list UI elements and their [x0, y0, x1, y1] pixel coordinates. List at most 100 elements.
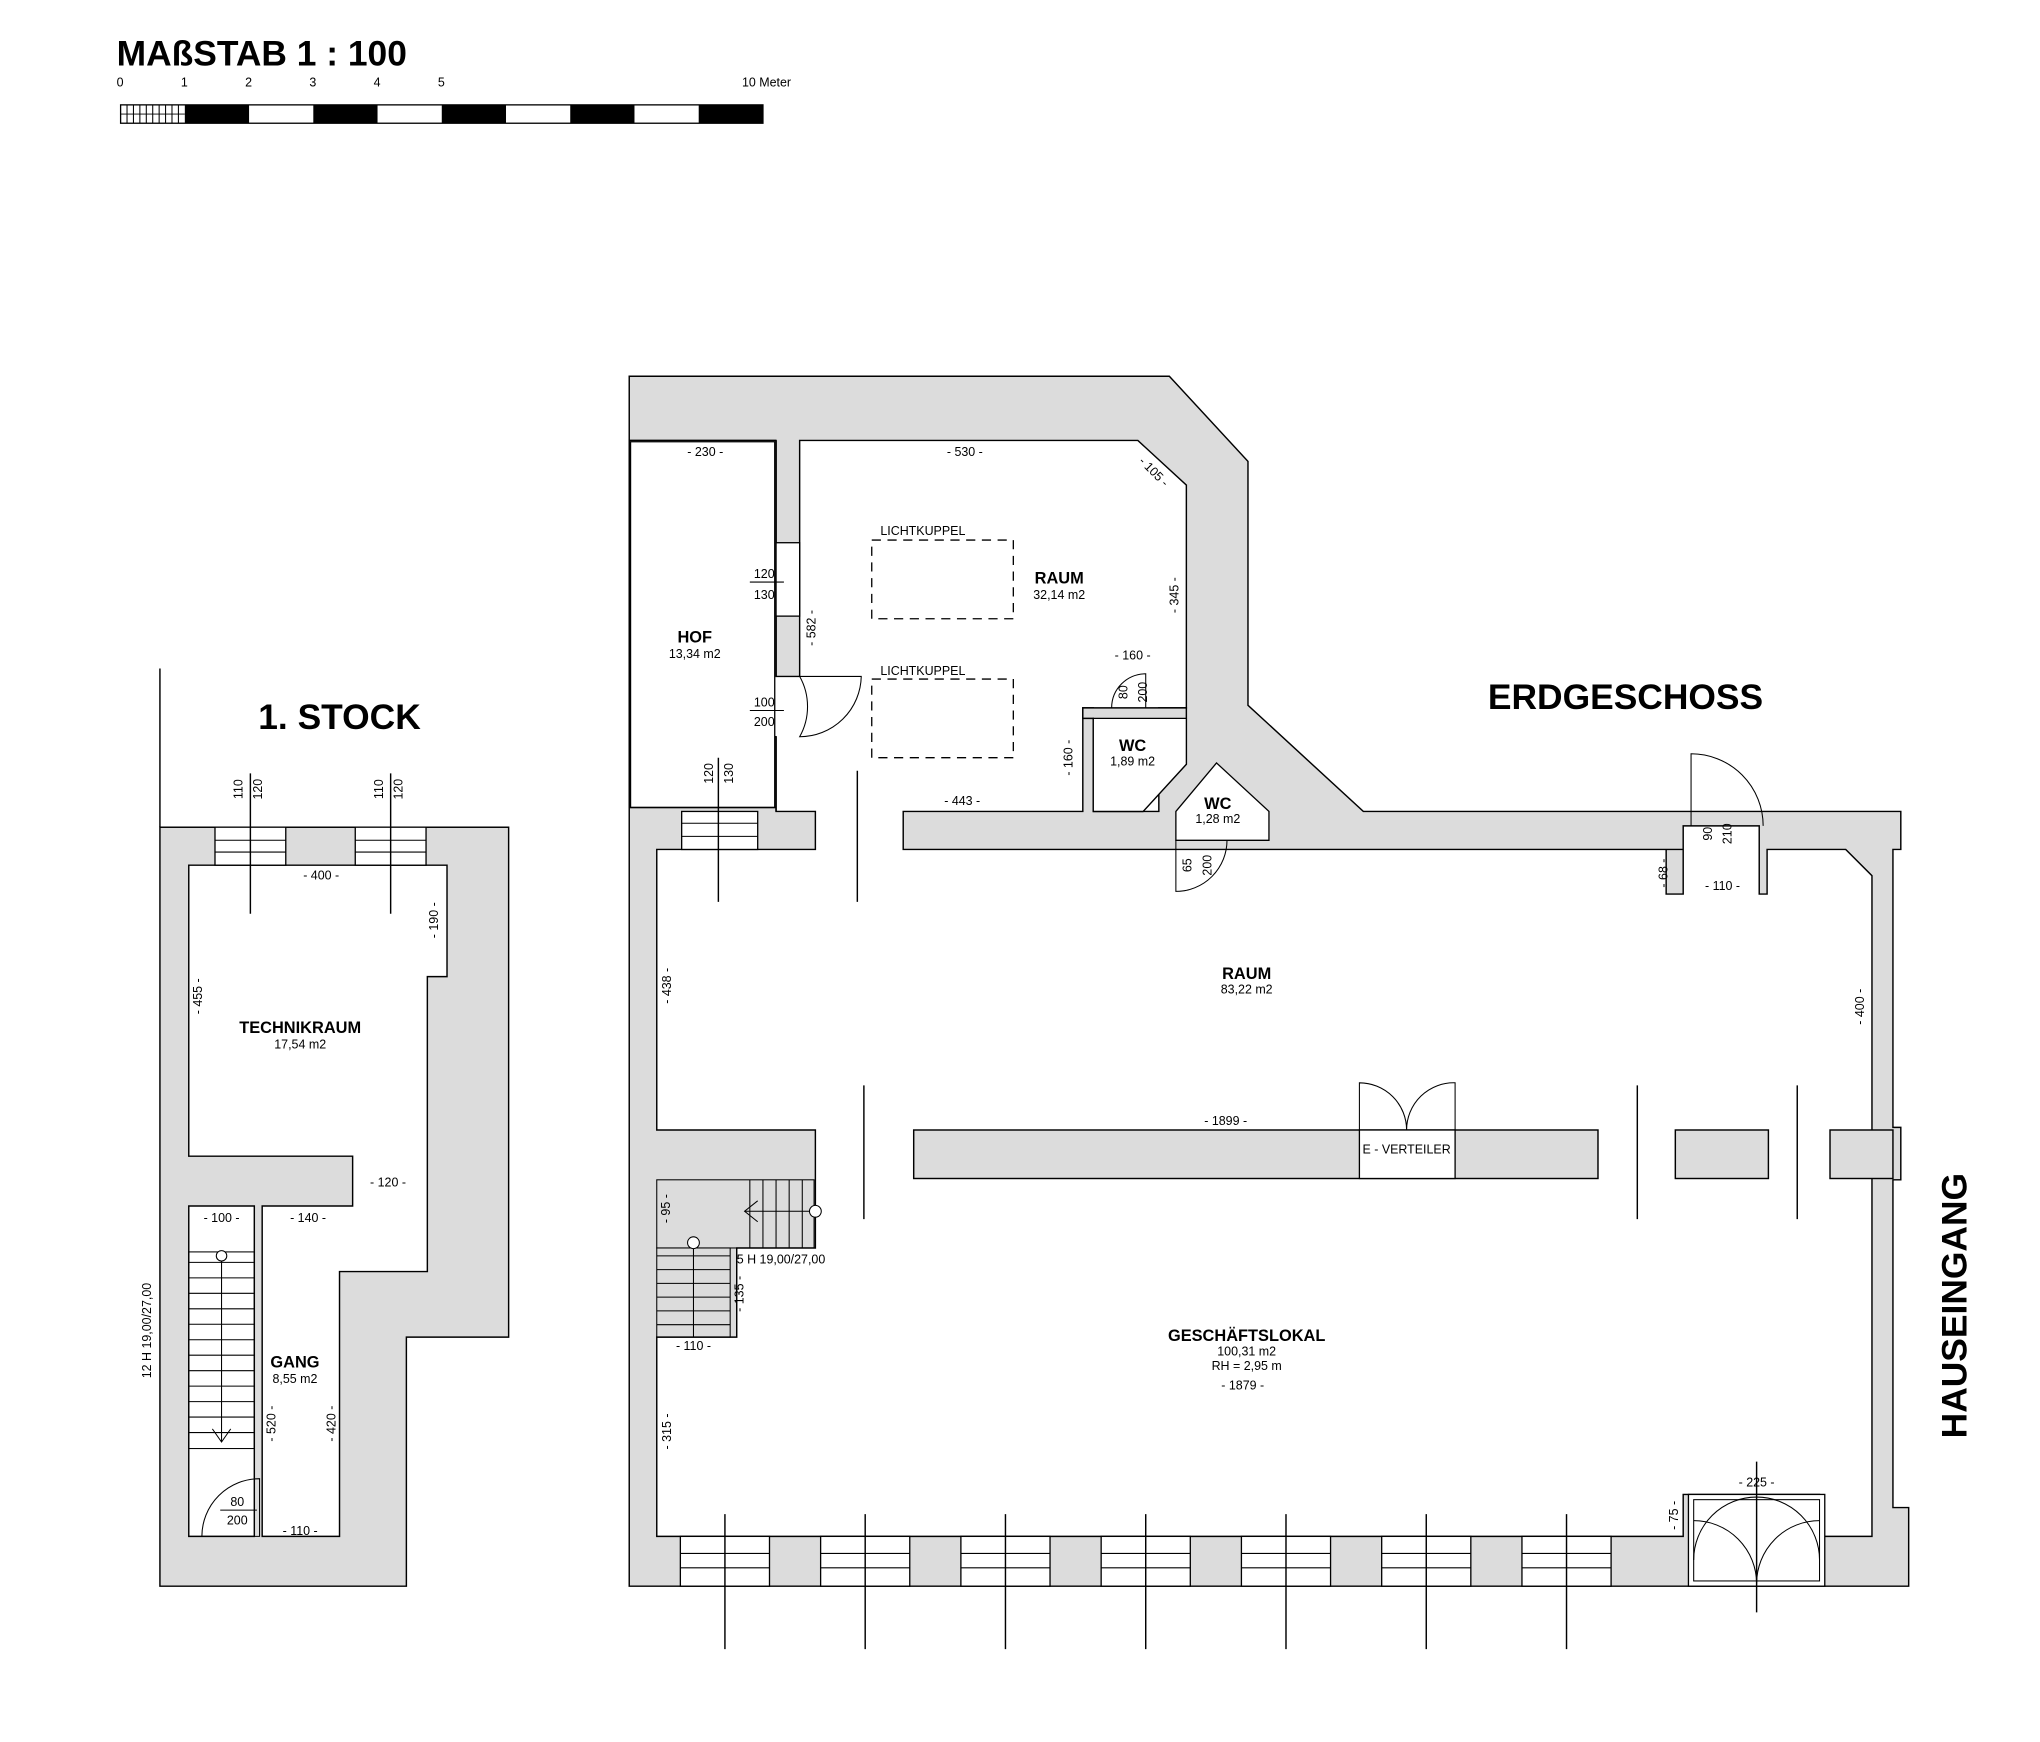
hof-south-window-h: 130: [722, 763, 736, 784]
south-window-2: [819, 1514, 911, 1650]
north-door-h: 210: [1721, 823, 1735, 844]
scale-tick-4: 4: [374, 76, 381, 90]
dim-upper-140: - 140 -: [290, 1211, 326, 1225]
scale-end-label: 10 Meter: [742, 76, 791, 90]
upper-window-right-w: 110: [372, 779, 386, 799]
e-verteiler-label: E - VERTEILER: [1362, 1143, 1450, 1157]
north-door-w: 90: [1701, 827, 1715, 841]
dim-315: - 315 -: [660, 1414, 674, 1450]
dim-upper-400: - 400 -: [303, 869, 339, 883]
room-wc2-area: 1,28 m2: [1195, 812, 1240, 826]
dim-443: - 443 -: [944, 794, 980, 808]
dim-upper-120: - 120 -: [370, 1175, 406, 1189]
upper-door: [201, 1478, 261, 1537]
hof-window: [775, 542, 801, 617]
scale-tick-3: 3: [309, 76, 316, 90]
hof-window-h: 130: [754, 588, 775, 602]
upper-door-w: 80: [230, 1495, 244, 1509]
room-geschaeft-area: 100,31 m2: [1217, 1344, 1276, 1358]
dim-upper-455: - 455 -: [191, 978, 205, 1014]
upper-stair: [188, 1250, 255, 1450]
ground-floor-title: ERDGESCHOSS: [1488, 678, 1763, 717]
ground-stair: [656, 1179, 822, 1338]
central-partition: [912, 1129, 1599, 1180]
dim-upper-100: - 100 -: [204, 1211, 240, 1225]
room-gang-name: GANG: [270, 1353, 319, 1371]
room-gang-area: 8,55 m2: [272, 1372, 317, 1386]
upper-window-left-h: 120: [251, 779, 265, 800]
upper-floor: 1. STOCK TECHNIKRAUM 17,54 m2 GANG 8,55 …: [140, 668, 510, 1587]
room-raum1-name: RAUM: [1035, 569, 1084, 587]
south-window-3: [960, 1514, 1051, 1650]
dim-160-side: - 160 -: [1061, 740, 1075, 776]
dim-230: - 230 -: [687, 445, 723, 459]
dim-135: - 135 -: [732, 1276, 746, 1312]
hof-window-w: 120: [754, 567, 775, 581]
upper-window-right-h: 120: [391, 779, 405, 800]
wc2-door: [1175, 840, 1228, 892]
scale-tick-5: 5: [438, 76, 445, 90]
wc1-door-w: 80: [1116, 685, 1130, 699]
room-hof-name: HOF: [677, 628, 712, 646]
main-entrance-door: [1687, 1461, 1826, 1613]
partition-block-east: [1829, 1129, 1894, 1180]
hof-south-window-w: 120: [702, 763, 716, 784]
wc2-door-w: 65: [1181, 858, 1195, 872]
upper-door-h: 200: [227, 1514, 248, 1528]
dim-75: - 75 -: [1667, 1501, 1681, 1530]
room-technik-name: TECHNIKRAUM: [239, 1019, 361, 1037]
dim-438: - 438 -: [660, 968, 674, 1004]
room-raum1-area: 32,14 m2: [1033, 588, 1085, 602]
hof-south-window: [681, 810, 759, 851]
scale-tick-1: 1: [181, 76, 188, 90]
south-windows: [679, 1514, 1612, 1650]
dim-1879: - 1879 -: [1221, 1379, 1264, 1393]
dim-95: - 95 -: [659, 1194, 673, 1223]
dim-582: - 582 -: [804, 610, 818, 646]
room-geschaeft-name: GESCHÄFTSLOKAL: [1168, 1327, 1325, 1345]
stair-upper-label: 12 H 19,00/27,00: [140, 1283, 154, 1379]
upper-window-left-w: 110: [232, 779, 246, 799]
room-wc2-name: WC: [1204, 795, 1231, 813]
dim-upper-190: - 190 -: [427, 902, 441, 938]
room-hof-area: 13,34 m2: [669, 647, 721, 661]
south-window-5: [1240, 1514, 1332, 1650]
dim-530: - 530 -: [947, 445, 983, 459]
room-raum2-name: RAUM: [1222, 965, 1271, 983]
hof-door-h: 200: [754, 715, 775, 729]
wc2-door-h: 200: [1200, 855, 1214, 876]
wc1-door: [1111, 673, 1147, 708]
partition-block-right: [1674, 1129, 1770, 1180]
dim-1899: - 1899 -: [1204, 1114, 1247, 1128]
room-raum2-area: 83,22 m2: [1221, 983, 1273, 997]
upper-floor-walls: [159, 826, 510, 1587]
wc2-room: [1175, 761, 1270, 841]
dim-upper-520: - 520 -: [264, 1406, 278, 1442]
ground-floor: ERDGESCHOSS HAUSEINGANG HOF 13,34 m2 RAU…: [628, 375, 1974, 1650]
hof-door-w: 100: [754, 696, 775, 710]
scale-tick-2: 2: [245, 76, 252, 90]
dim-400-ground: - 400 -: [1853, 989, 1867, 1025]
lichtkuppel-2-label: LICHTKUPPEL: [880, 664, 965, 678]
dim-110-top: - 110 -: [1705, 879, 1740, 893]
south-window-1: [679, 1514, 771, 1650]
entry-door-north: [1690, 753, 1764, 826]
stair-ground-label: 5 H 19,00/27,00: [737, 1253, 826, 1267]
south-window-7: [1521, 1514, 1612, 1650]
entrance-label: HAUSEINGANG: [1935, 1173, 1974, 1438]
lichtkuppel-1: [871, 539, 1014, 620]
lichtkuppel-1-label: LICHTKUPPEL: [880, 524, 965, 538]
dim-upper-110: - 110 -: [283, 1524, 318, 1538]
dim-68: - 68 -: [1656, 859, 1670, 888]
scale-bar: MAßSTAB 1 : 100 0 1 2 3 4 5 10 Meter: [117, 35, 791, 124]
dim-160-top: - 160 -: [1115, 648, 1151, 662]
room-technik-area: 17,54 m2: [274, 1038, 326, 1052]
scale-tick-0: 0: [117, 76, 124, 90]
dim-upper-420: - 420 -: [325, 1406, 339, 1442]
dim-345: - 345 -: [1167, 577, 1181, 613]
e-verteiler-cabinet: [1358, 1082, 1456, 1130]
dim-225: - 225 -: [1739, 1476, 1775, 1490]
hof-door: [798, 675, 862, 738]
